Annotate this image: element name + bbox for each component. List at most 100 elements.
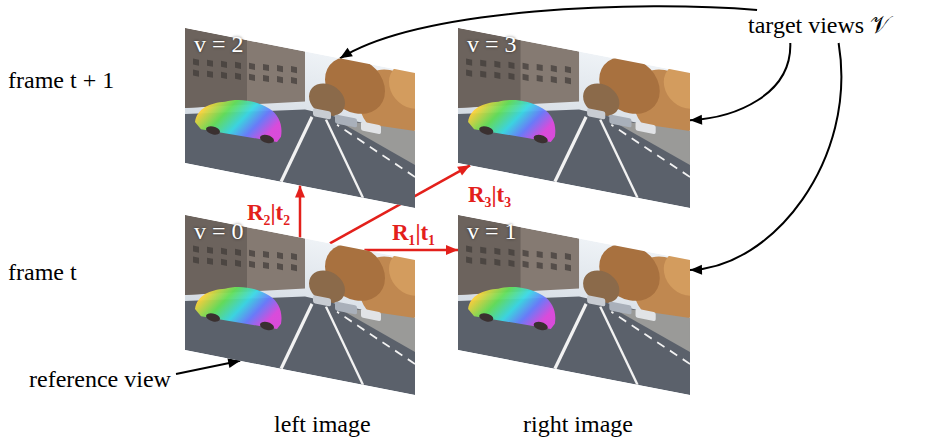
scene-part	[263, 75, 269, 82]
scene-part	[206, 312, 220, 323]
scene-part	[207, 247, 213, 254]
scene-part	[600, 307, 637, 385]
scene-part	[291, 66, 297, 73]
transform-label: R₁|t₁	[390, 220, 437, 246]
scene-part	[277, 76, 283, 83]
scene-part	[281, 111, 312, 188]
view-caption: target views 𝒱	[745, 10, 896, 41]
scene-part	[523, 261, 529, 268]
scene-part	[185, 215, 415, 395]
camera-view-image: v = 1	[458, 215, 690, 395]
scene-part	[534, 321, 548, 332]
scene-part	[609, 302, 690, 352]
scene-part	[249, 261, 255, 268]
column-label: left image	[274, 411, 371, 438]
scene-part	[534, 134, 548, 145]
scene-part	[468, 90, 555, 145]
transform-label: R₂|t₂	[245, 200, 292, 226]
scene-part	[326, 120, 363, 198]
scene-part	[337, 125, 415, 177]
scene-part	[361, 308, 381, 321]
scene-part	[494, 248, 500, 255]
scene-part	[583, 267, 619, 306]
scene-part	[326, 307, 363, 385]
scene-part	[664, 247, 690, 300]
view-index: v = 1	[458, 215, 690, 245]
scene-part	[551, 76, 557, 83]
scene-part	[565, 77, 571, 84]
scene-part	[263, 64, 269, 71]
view-index: v = 2	[185, 28, 415, 58]
scene-part	[587, 295, 605, 307]
scene-part	[537, 75, 543, 82]
scene-part	[537, 251, 543, 258]
column-label: right image	[523, 411, 633, 438]
scene-part	[195, 277, 282, 332]
scene-part	[480, 258, 486, 265]
arrow-head	[295, 186, 305, 198]
scene-part	[508, 249, 514, 256]
camera-view-image: v = 3	[458, 28, 690, 208]
transform-arrow	[295, 186, 305, 238]
arrow-head	[340, 48, 353, 59]
scene-part	[551, 65, 557, 72]
camera-view-image: v = 2	[185, 28, 415, 208]
scene-part	[479, 125, 493, 136]
transform-arrow	[176, 358, 240, 374]
scene-part	[207, 258, 213, 265]
scene-part	[466, 257, 472, 264]
scene-part	[185, 215, 415, 395]
scene-part	[221, 259, 227, 266]
scene-part	[195, 90, 282, 145]
scene-part	[249, 250, 255, 257]
view-caption-box: target views 𝒱	[745, 10, 896, 43]
scene-part	[235, 73, 241, 80]
row-label: frame t + 1	[8, 67, 114, 94]
scene-part	[249, 74, 255, 81]
view-index: v = 0	[185, 215, 415, 245]
scene-part	[583, 80, 619, 119]
scene-part	[458, 273, 690, 395]
scene-part	[249, 63, 255, 70]
scene-part	[565, 66, 571, 73]
scene-part	[263, 262, 269, 269]
transform-arrow	[690, 43, 841, 275]
scene-part	[587, 108, 605, 120]
scene-part	[277, 65, 283, 72]
scene-part	[611, 125, 690, 177]
scene-part	[291, 264, 297, 271]
scene-part	[335, 302, 415, 352]
scene-part	[235, 249, 241, 256]
arrow-head	[690, 115, 702, 125]
transform-arrow	[690, 43, 790, 125]
camera-view-image: v = 0	[185, 215, 415, 395]
arrow-head	[457, 165, 470, 175]
scene-part	[389, 247, 415, 300]
scene-part	[206, 125, 220, 136]
scene-part	[207, 71, 213, 78]
scene-part	[480, 247, 486, 254]
scene-part	[480, 71, 486, 78]
transform-label: R₃|t₃	[466, 182, 513, 208]
scene-part	[636, 308, 656, 321]
scene-part	[494, 259, 500, 266]
scene-part	[193, 59, 199, 66]
connector-line	[690, 43, 790, 120]
scene-part	[458, 86, 690, 208]
scene-part	[468, 277, 555, 332]
scene-part	[555, 298, 586, 375]
scene-part	[277, 252, 283, 259]
scene-part	[479, 312, 493, 323]
connector-line	[690, 43, 841, 270]
scene-part	[185, 273, 415, 395]
scene-part	[523, 250, 529, 257]
scene-part	[260, 134, 274, 145]
scene-part	[600, 120, 637, 198]
scene-part	[221, 248, 227, 255]
scene-part	[466, 59, 472, 66]
scene-part	[494, 72, 500, 79]
scene-part	[389, 60, 415, 113]
view-caption: reference view	[26, 364, 176, 395]
scene-part	[537, 262, 543, 269]
scene-part	[537, 64, 543, 71]
